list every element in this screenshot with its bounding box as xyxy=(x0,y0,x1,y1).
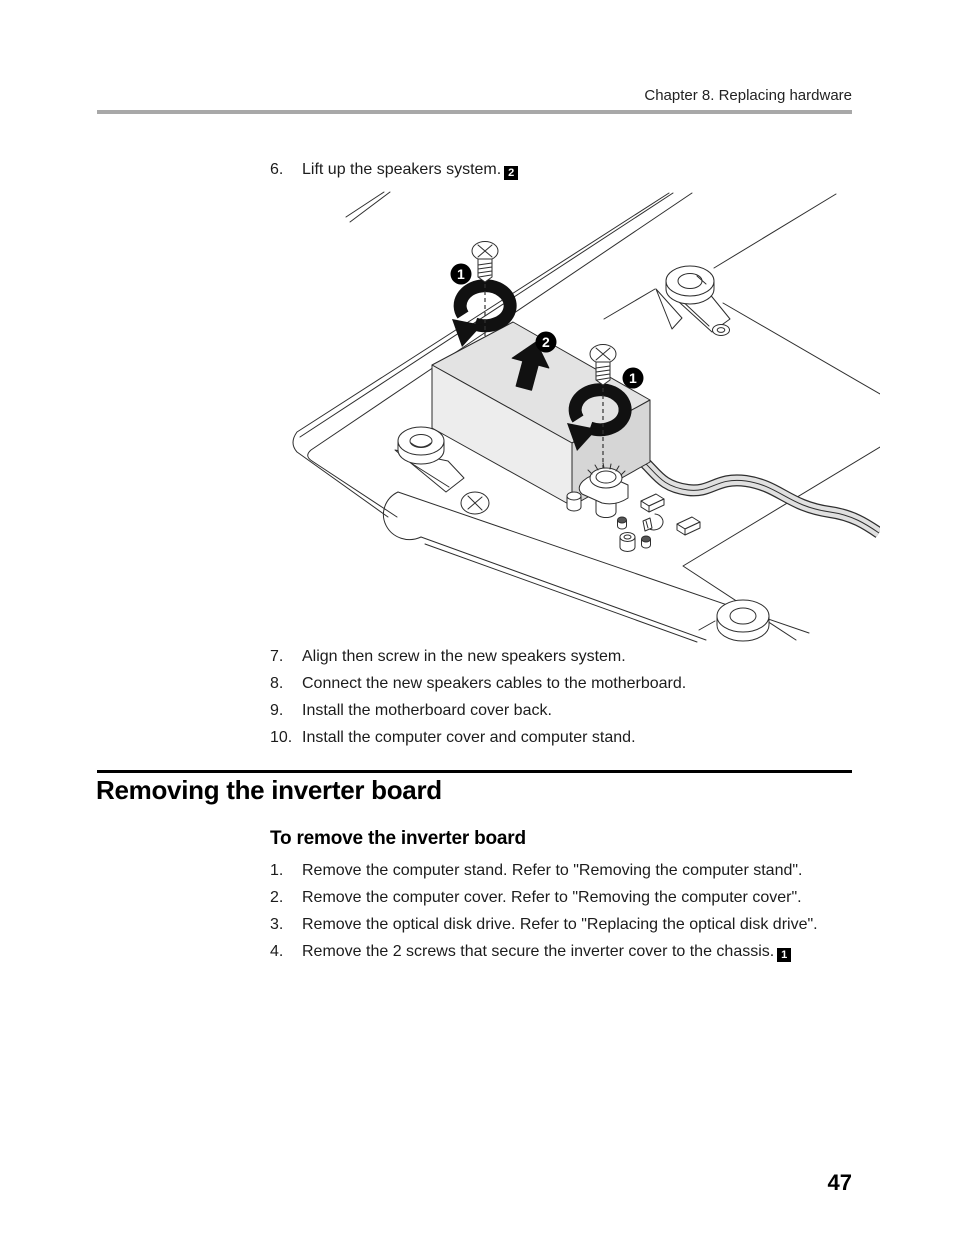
screw-2 xyxy=(589,344,617,468)
lift-arrow-icon xyxy=(511,341,550,391)
step-text: Connect the new speakers cables to the m… xyxy=(302,675,687,692)
rotate-arrow-icon-1 xyxy=(452,279,517,347)
header-rule xyxy=(97,110,852,114)
flat-screw xyxy=(460,491,490,515)
section-subtitle: To remove the inverter board xyxy=(270,828,526,849)
small-post xyxy=(566,491,582,512)
callout-1b: 1 xyxy=(622,367,644,389)
list-item: 7. Align then screw in the new speakers … xyxy=(270,646,686,668)
list-item: 10. Install the computer cover and compu… xyxy=(270,727,686,749)
list-item: 1. Remove the computer stand. Refer to "… xyxy=(270,860,890,882)
list-item: 9. Install the motherboard cover back. xyxy=(270,700,686,722)
step-text: Install the motherboard cover back. xyxy=(302,702,552,719)
step-text: Lift up the speakers system. xyxy=(302,161,502,178)
board-components xyxy=(617,493,701,552)
speaker-cable xyxy=(632,450,880,538)
callout-1a: 1 xyxy=(450,263,472,285)
mount-boss-left xyxy=(394,426,465,493)
svg-text:1: 1 xyxy=(457,266,465,282)
step-number: 7. xyxy=(270,648,284,665)
step-number: 6. xyxy=(270,161,284,178)
step-number: 3. xyxy=(270,916,284,933)
mount-boss-top-right xyxy=(655,265,731,336)
step-text: Align then screw in the new speakers sys… xyxy=(302,648,626,665)
step-text-wrap: Lift up the speakers system.2 xyxy=(302,159,519,181)
step-number: 1. xyxy=(270,862,284,879)
speakers-steps-list: 7. Align then screw in the new speakers … xyxy=(270,646,686,754)
step-number: 8. xyxy=(270,675,284,692)
step-text: Remove the optical disk drive. Refer to … xyxy=(302,916,818,933)
callout-2: 2 xyxy=(535,331,557,353)
list-item: 2. Remove the computer cover. Refer to "… xyxy=(270,887,890,909)
page-number: 47 xyxy=(827,1170,852,1195)
step-number: 10. xyxy=(270,729,293,746)
list-item: 4. Remove the 2 screws that secure the i… xyxy=(270,941,890,963)
inverter-steps-list: 1. Remove the computer stand. Refer to "… xyxy=(270,860,890,968)
list-item: 8. Connect the new speakers cables to th… xyxy=(270,673,686,695)
mount-post xyxy=(578,462,629,518)
list-item: 3. Remove the optical disk drive. Refer … xyxy=(270,914,890,936)
step-text-wrap: Remove the 2 screws that secure the inve… xyxy=(302,941,792,963)
figure-speakers-removal: 1 1 2 xyxy=(290,188,880,643)
step-6: 6. Lift up the speakers system.2 xyxy=(270,159,519,186)
figure-svg: 1 1 2 xyxy=(292,191,880,643)
step-number: 9. xyxy=(270,702,284,719)
screw-1 xyxy=(471,241,499,336)
step-text: Remove the 2 screws that secure the inve… xyxy=(302,943,775,960)
section-rule xyxy=(97,770,852,773)
chassis-lines xyxy=(292,191,880,643)
svg-text:2: 2 xyxy=(542,334,550,350)
step-number: 4. xyxy=(270,943,284,960)
mount-boss-bottom-right xyxy=(716,599,770,642)
callout-badge-icon: 1 xyxy=(777,948,792,962)
step-text: Remove the computer stand. Refer to "Rem… xyxy=(302,862,803,879)
step-text: Install the computer cover and computer … xyxy=(302,729,636,746)
step-number: 2. xyxy=(270,889,284,906)
section-title: Removing the inverter board xyxy=(96,775,442,805)
running-header: Chapter 8. Replacing hardware xyxy=(644,87,852,104)
rotate-arrow-icon-2 xyxy=(567,383,632,451)
svg-text:1: 1 xyxy=(629,370,637,386)
step-text: Remove the computer cover. Refer to "Rem… xyxy=(302,889,802,906)
callout-badge-icon: 2 xyxy=(504,166,519,180)
